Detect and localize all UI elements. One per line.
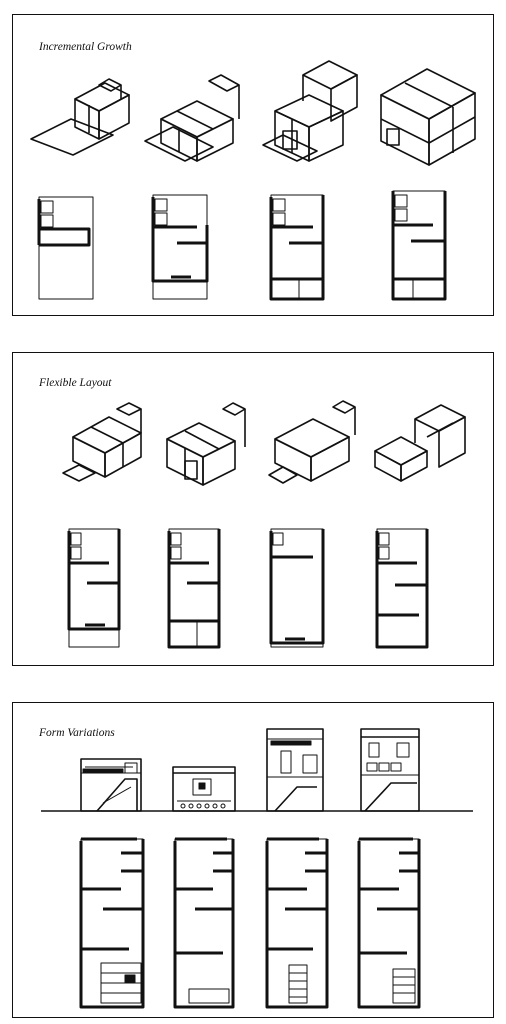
elevation-variation-2 xyxy=(172,766,236,812)
panel-title: Flexible Layout xyxy=(39,377,112,389)
isometric-house-stage-2 xyxy=(144,74,240,162)
panel-form-variations: Form Variations xyxy=(12,702,494,1018)
flexible-layout-drawings xyxy=(62,400,466,649)
panel-title: Form Variations xyxy=(39,727,115,739)
floor-plan-variation-2 xyxy=(173,837,235,1009)
incremental-growth-drawings xyxy=(30,60,476,301)
isometric-house-stage-3 xyxy=(262,60,358,162)
isometric-house-stage-4 xyxy=(380,68,476,166)
floor-plan-layout-4 xyxy=(375,528,429,649)
floor-plan-layout-1 xyxy=(67,528,121,648)
isometric-layout-4 xyxy=(374,404,466,482)
isometric-layout-1 xyxy=(62,402,142,482)
floor-plan-stage-4 xyxy=(391,190,447,301)
floor-plan-stage-3 xyxy=(269,194,325,301)
isometric-layout-3 xyxy=(268,400,356,484)
panel-incremental-growth: Incremental Growth xyxy=(12,14,494,316)
panel-title: Incremental Growth xyxy=(39,41,132,53)
elevation-variation-3 xyxy=(266,728,324,812)
floor-plan-variation-1 xyxy=(79,837,145,1009)
floor-plan-layout-3 xyxy=(269,528,325,648)
isometric-house-stage-1 xyxy=(30,78,130,156)
floor-plan-variation-3 xyxy=(265,837,329,1009)
floor-plan-stage-2 xyxy=(151,194,209,300)
form-variations-drawings xyxy=(41,728,473,1009)
floor-plan-stage-1 xyxy=(37,196,94,300)
panel-flexible-layout: Flexible Layout xyxy=(12,352,494,666)
elevation-variation-1 xyxy=(80,758,142,812)
elevation-variation-4 xyxy=(360,728,420,812)
isometric-layout-2 xyxy=(166,402,246,486)
floor-plan-layout-2 xyxy=(167,528,221,649)
floor-plan-variation-4 xyxy=(357,837,421,1009)
